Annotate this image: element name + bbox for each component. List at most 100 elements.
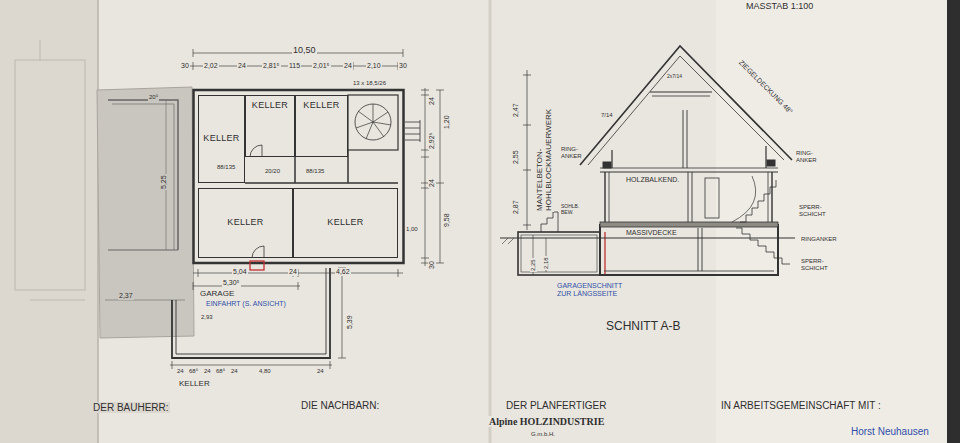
dimension-lines [338,358,346,359]
dimension-label: 13 x 18,5/26 [352,80,387,87]
section-drawing [740,180,776,222]
label-anchor: 2,87 [512,199,520,215]
section-drawing [523,225,531,226]
label-anchor: HOLZBALKEND. [625,176,680,184]
section-drawing [687,110,688,168]
floor-plan-walls [172,90,420,358]
dimension-label: 24 [237,62,247,70]
section-drawing [580,46,792,165]
note-label: Horst Neuhausen [850,426,930,437]
dimension-label: 5,04 [232,268,248,276]
section-drawing [523,170,531,171]
label-anchor: 4,80 [258,368,272,375]
label-anchor: ZIEGELDECKUNG 48° [737,58,795,116]
room-box: KELLER [295,95,348,157]
label-anchor: Horst Neuhausen [850,426,930,437]
section-drawing [732,176,756,222]
label-anchor: 1,00 [405,226,419,233]
dimension-lines [193,286,300,287]
note-label: IN ARBEITSGEMEINSCHAFT MIT : [720,400,882,411]
note-label: ZIEGELDECKUNG 48° [737,58,795,116]
dimension-label: 4,80 [258,368,272,375]
label-anchor: 24 [230,368,239,375]
section-drawing [652,96,710,97]
room-name: KELLER [252,101,288,111]
overlay-sheet [97,87,194,338]
left-page-lines [15,40,85,300]
label-anchor: SCHNITT A-B [605,320,681,333]
section-drawing [650,92,712,93]
section-drawing [527,70,528,230]
dimension-label: 2,37 [118,292,134,300]
dimension-label: 115 [288,62,301,70]
note-label: RING-ANKER [795,150,823,163]
floor-plan-walls [355,104,391,140]
room-box: KELLER [293,188,398,258]
floor-plan-walls [356,122,373,128]
dimension-label: 30 [180,62,190,70]
dimension-label: 24 [428,178,436,188]
dimension-lines [330,361,331,369]
label-anchor: KELLER [178,380,211,389]
room-box: KELLER [198,188,293,258]
section-drawing [523,75,531,76]
dimension-label: 1,20 [443,114,451,130]
dimension-lines [193,49,194,57]
section-drawing [688,172,689,222]
label-anchor: 2x7/14 [666,74,683,80]
label-anchor: DER BAUHERR: [92,402,170,413]
label-anchor: 24 [343,62,353,70]
floor-plan-walls [294,157,296,183]
note-label: HOLZBALKEND. [625,176,680,184]
label-anchor: GARAGE [199,290,235,299]
room-name: KELLER [303,101,339,111]
floor-plan-walls [405,134,420,135]
floor-plan-walls [420,120,421,142]
note-label: Alpine HOLZINDUSTRIE [488,416,605,427]
note-label: MASSTAB 1:100 [745,2,814,12]
label-anchor: 30 [428,260,436,270]
dimension-label: 20/20 [264,168,281,175]
floor-plan-walls [348,95,398,150]
note-label: GARAGENSCHNITT ZUR LÄNGSSEITE [556,282,638,297]
paper-ground [0,0,98,443]
label-anchor: 5,30⁵ [222,279,241,287]
dimension-lines [436,183,444,184]
room-name: KELLER [203,134,239,144]
dimension-lines [425,88,426,266]
label-anchor: 24 [428,96,436,106]
note-label: RINGANKER [800,236,838,243]
dimension-label: 68⁵ [215,368,226,375]
label-anchor: 88/135 [216,164,236,171]
section-drawing [521,235,597,272]
dimension-label: 20⁵ [148,94,159,101]
dimension-label: 10,50 [292,46,317,56]
label-anchor: GARAGENSCHNITT ZUR LÄNGSSEITE [556,282,638,297]
label-anchor: 13 x 18,5/26 [352,80,387,87]
overlay-sheet [112,104,174,250]
label-anchor: 24 [176,368,185,375]
dimension-label: 24 [176,368,185,375]
dimension-lines [421,90,429,91]
section-drawing [683,110,684,168]
label-anchor: 20/20 [264,168,281,175]
dimension-label: 2,47 [512,102,520,118]
section-drawing [705,178,719,218]
note-label: SCHNITT A-B [605,320,681,333]
label-anchor: 2,55 [512,149,520,165]
floor-plan-walls [405,122,420,123]
floor-plan-walls [405,140,420,141]
section-drawing [611,150,612,168]
floor-plan-walls [176,268,326,354]
overlay-sheet [108,250,178,251]
dimension-label: 4,62 [335,268,351,276]
room-name: KELLER [327,218,363,228]
dimension-lines [440,90,441,263]
label-anchor: 2,47 [512,102,520,118]
label-anchor: 68⁵ [215,368,226,375]
label-anchor: 20⁵ [148,94,159,101]
dimension-label: 30 [428,260,436,270]
note-label: G.m.b.H. [530,431,556,438]
